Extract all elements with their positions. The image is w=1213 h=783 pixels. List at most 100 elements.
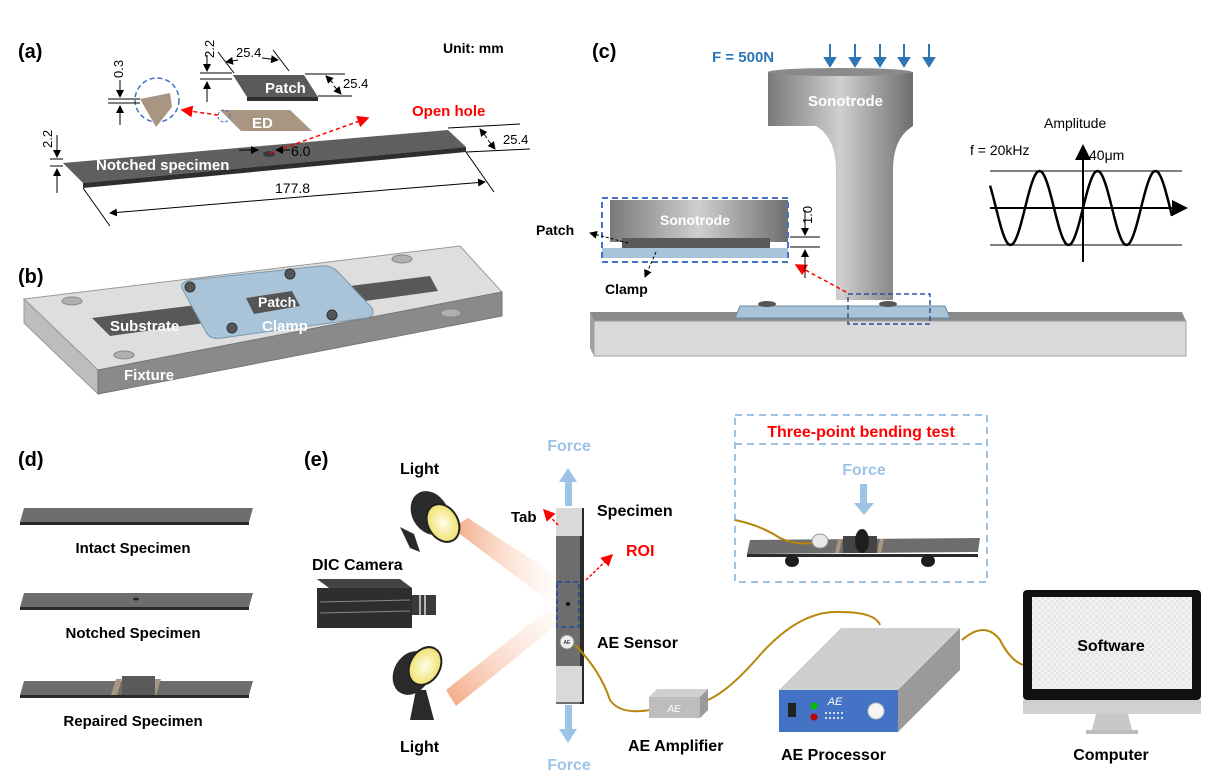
force-top-label: Force bbox=[547, 438, 591, 455]
repair-patch bbox=[122, 676, 155, 695]
amplifier-side bbox=[700, 689, 708, 718]
ed-strip bbox=[111, 679, 122, 695]
bolt bbox=[326, 309, 338, 321]
roi-label: ROI bbox=[626, 543, 654, 560]
panel-a-tag: (a) bbox=[18, 41, 42, 63]
intact-specimen-edge bbox=[20, 522, 249, 525]
fixture-hole bbox=[440, 308, 462, 318]
fixture-hole bbox=[113, 350, 135, 360]
monitor-stand bbox=[1092, 714, 1132, 730]
bolt bbox=[184, 281, 196, 293]
roi-pointer bbox=[585, 553, 614, 581]
dim-arrow bbox=[225, 56, 239, 65]
force-arrow-head bbox=[848, 57, 862, 68]
fixture-label: Fixture bbox=[124, 367, 174, 384]
dim-patch-width: 25.4 bbox=[236, 45, 261, 60]
monitor-base bbox=[1086, 730, 1138, 734]
base-rail-side bbox=[590, 312, 594, 356]
ed-detail-arrow bbox=[180, 105, 219, 118]
substrate-label: Substrate bbox=[110, 318, 179, 335]
light-top-label: Light bbox=[400, 461, 440, 478]
three-point-force-shaft bbox=[860, 484, 867, 504]
dim-specimen-length: 177.8 bbox=[275, 180, 310, 196]
panel-e-tag: (e) bbox=[304, 449, 328, 471]
processor-led-red bbox=[810, 713, 818, 721]
amplitude-value-label: 40μm bbox=[1089, 147, 1124, 163]
dim-patch-thickness: 2.2 bbox=[202, 40, 217, 58]
force-arrow-top-head bbox=[559, 468, 577, 482]
dim-hole-diameter: 6.0 bbox=[291, 143, 311, 159]
dim-ed-thickness: 0.3 bbox=[111, 60, 126, 78]
light-lens bbox=[407, 646, 443, 686]
dic-camera-label: DIC Camera bbox=[312, 557, 403, 574]
sonotrode-inset-label: Sonotrode bbox=[660, 212, 730, 228]
light-lens bbox=[425, 503, 461, 543]
processor-grille bbox=[825, 712, 843, 719]
intact-specimen-label: Intact Specimen bbox=[75, 540, 190, 557]
ae-sensor-label: AE Sensor bbox=[597, 635, 678, 652]
frequency-label: f = 20kHz bbox=[970, 142, 1030, 158]
roi-box bbox=[556, 581, 580, 628]
sonotrode-inset bbox=[610, 200, 788, 242]
dic-camera: DIC Camera bbox=[312, 557, 436, 628]
camera-line bbox=[319, 599, 411, 603]
force-label: F = 500N bbox=[712, 49, 774, 66]
support-roller bbox=[785, 555, 799, 567]
processor-knob bbox=[867, 702, 885, 720]
dim-arrow bbox=[487, 139, 496, 150]
cable-processor-computer bbox=[961, 629, 1024, 666]
force-arrows bbox=[823, 44, 936, 68]
repaired-specimen-label: Repaired Specimen bbox=[63, 713, 202, 730]
cable-amplifier-processor bbox=[707, 610, 881, 701]
clamp-inset bbox=[602, 248, 788, 258]
clamp-c bbox=[734, 305, 951, 319]
force-arrow-top-shaft bbox=[565, 480, 572, 506]
intact-specimen bbox=[20, 508, 253, 522]
dim-patch-length: 25.4 bbox=[343, 76, 368, 91]
specimen-hole bbox=[566, 602, 570, 606]
camera-top bbox=[317, 579, 412, 588]
force-arrow-head bbox=[823, 57, 837, 68]
dim-specimen-thickness: 2.2 bbox=[40, 130, 55, 148]
three-point-cable bbox=[734, 519, 813, 545]
dim-specimen-width: 25.4 bbox=[503, 132, 528, 147]
force-arrow-head bbox=[897, 57, 911, 68]
three-point-specimen-edge bbox=[747, 554, 978, 557]
three-point-force-label: Force bbox=[842, 462, 886, 479]
dim-arrow bbox=[333, 85, 342, 95]
force-arrow-head bbox=[922, 57, 936, 68]
notched-specimen-label-d: Notched Specimen bbox=[65, 625, 200, 642]
panel-d-tag: (d) bbox=[18, 449, 44, 471]
three-point-title: Three-point bending test bbox=[767, 424, 955, 441]
three-point-force-head bbox=[854, 503, 874, 515]
light-beam-top bbox=[452, 518, 560, 610]
vertical-specimen-edge bbox=[580, 508, 584, 704]
amplifier-front bbox=[649, 697, 700, 718]
ed-label: ED bbox=[252, 115, 273, 132]
panel-a: (a) Unit: mm Patch ED 0.3 2.2 25.4 bbox=[18, 40, 531, 227]
patch-edge bbox=[247, 97, 318, 101]
ed-strip bbox=[877, 539, 884, 553]
ae-sensor-mark: AE bbox=[564, 640, 571, 646]
tab-top bbox=[556, 508, 582, 536]
sonotrode-main-label: Sonotrode bbox=[808, 93, 883, 110]
dim-arrow bbox=[109, 196, 301, 217]
force-arrow-bottom-shaft bbox=[565, 705, 572, 731]
clamp-label-b: Clamp bbox=[262, 318, 308, 335]
bolt bbox=[758, 301, 776, 307]
base-rail-front bbox=[593, 320, 1187, 357]
loading-roller bbox=[855, 529, 869, 553]
unit-label: Unit: mm bbox=[443, 40, 504, 56]
computer-label: Computer bbox=[1073, 747, 1149, 764]
tab-bottom bbox=[556, 666, 582, 702]
camera-line bbox=[319, 610, 411, 614]
patch-b bbox=[246, 291, 300, 314]
fixture-hole bbox=[61, 296, 83, 306]
patch-inset bbox=[622, 238, 770, 248]
cable-sensor-amplifier bbox=[574, 644, 651, 713]
three-point-box bbox=[734, 414, 988, 583]
sonotrode-top-rim bbox=[768, 68, 912, 76]
dim-arrow bbox=[261, 55, 279, 64]
three-point-ae-sensor bbox=[811, 533, 829, 549]
panel-d: (d) Intact Specimen Notched Specimen Rep… bbox=[18, 449, 253, 730]
